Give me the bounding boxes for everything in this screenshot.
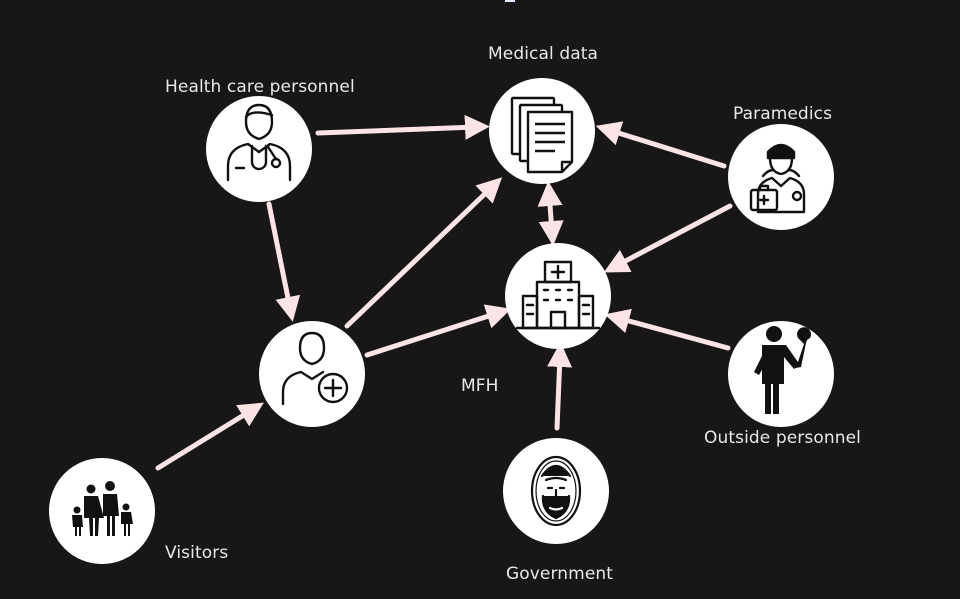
node-visitors (49, 458, 155, 564)
edge-medical-data-mfh-bidirectional (537, 181, 564, 246)
label-outside-personnel: Outside personnel (704, 428, 861, 448)
edge-hcp-to-medical-data (315, 114, 490, 140)
worker-wrench-icon (754, 326, 812, 414)
family-icon (72, 481, 133, 536)
edge-hcp-to-patient (266, 201, 301, 322)
doctor-icon (226, 103, 292, 182)
hospital-icon (515, 260, 601, 330)
patient-add-icon (281, 331, 349, 406)
edge-government-to-mfh (547, 342, 573, 431)
edge-patient-to-mfh (364, 304, 512, 358)
label-government: Government (506, 564, 614, 584)
edge-paramedics-to-medical-data (595, 121, 727, 169)
lincoln-coin-icon (530, 455, 582, 527)
label-mfh: MFH (461, 376, 499, 396)
paramedic-icon (749, 143, 806, 214)
label-health-care-personnel: Health care personnel (165, 77, 355, 97)
node-patient (259, 321, 365, 427)
label-paramedics: Paramedics (733, 104, 833, 124)
edge-visitors-to-patient (155, 402, 264, 471)
edge-paramedics-to-mfh (603, 203, 733, 273)
node-mfh (505, 243, 611, 349)
edges (155, 114, 733, 471)
edge-patient-to-medical-data (344, 177, 503, 329)
documents-icon (510, 96, 574, 174)
node-health-care-personnel (206, 96, 312, 202)
label-visitors: Visitors (165, 543, 229, 563)
node-outside-personnel (728, 321, 834, 427)
edge-outside-personnel-to-mfh (604, 308, 731, 351)
node-medical-data (489, 78, 595, 184)
label-medical-data: Medical data (488, 44, 599, 64)
node-paramedics (728, 124, 834, 230)
top-edge-mark (505, 0, 515, 2)
node-government (503, 438, 609, 544)
